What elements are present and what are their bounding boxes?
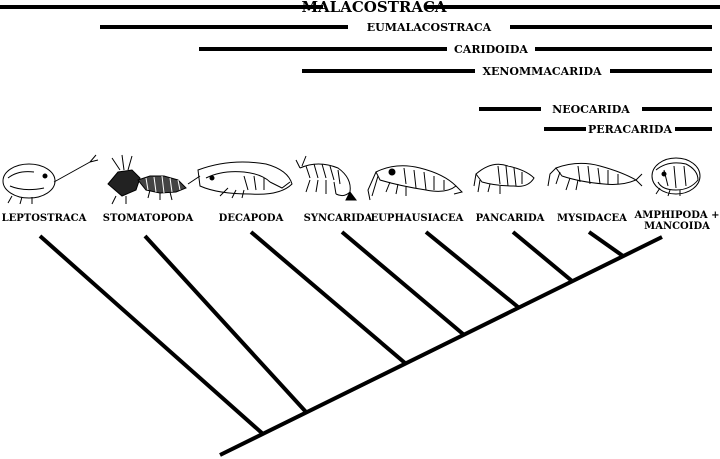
group-label-neocarida: NEOCARIDA: [552, 103, 630, 116]
taxon-label-decapoda: DECAPODA: [219, 213, 284, 224]
group-peracarida: PERACARIDA: [544, 123, 712, 136]
branch-pancarida: [511, 230, 574, 283]
krill-icon: [367, 165, 463, 201]
branch-stomatopoda: [143, 234, 308, 414]
mysid-icon: [547, 162, 643, 191]
group-neocarida: NEOCARIDA: [479, 103, 712, 116]
group-label-peracarida: PERACARIDA: [588, 123, 672, 136]
branch-decapoda: [249, 230, 407, 365]
tree-trunk: [219, 235, 663, 457]
group-bars: MALACOSTRACA EUMALACOSTRACA CARIDOIDA XE…: [0, 0, 720, 136]
group-label-malacostraca: MALACOSTRACA: [301, 0, 446, 16]
taxon-label-euphausiacea: EUPHAUSIACEA: [371, 213, 464, 224]
taxon-label-mysidacea: MYSIDACEA: [557, 213, 627, 224]
branch-mysidacea: [587, 230, 625, 258]
cladogram-tree: [38, 230, 663, 457]
branch-syncarida: [340, 230, 465, 336]
branch-leptostraca: [38, 234, 265, 436]
mantis-shrimp-icon: [107, 154, 187, 205]
taxon-label-syncarida: SYNCARIDA: [304, 213, 373, 224]
leptostracan-icon: [2, 154, 99, 205]
shrimp-icon: [187, 161, 293, 199]
taxon-label-stomatopoda: STOMATOPODA: [103, 213, 194, 224]
group-eumalacostraca: EUMALACOSTRACA: [100, 21, 712, 34]
taxon-label-leptostraca: LEPTOSTRACA: [2, 213, 87, 224]
pancarid-icon: [473, 163, 535, 194]
taxon-labels: LEPTOSTRACA STOMATOPODA DECAPODA SYNCARI…: [2, 210, 720, 232]
taxon-label-amphipoda-mancoida-line1: AMPHIPODA +: [634, 210, 720, 221]
group-label-eumalacostraca: EUMALACOSTRACA: [367, 21, 492, 34]
amphipod-icon: [651, 157, 701, 197]
group-caridoida: CARIDOIDA: [199, 43, 712, 56]
taxon-illustrations: [2, 154, 701, 205]
group-malacostraca: MALACOSTRACA: [0, 0, 720, 16]
syncarid-icon: [295, 155, 357, 201]
group-label-caridoida: CARIDOIDA: [454, 43, 528, 56]
taxon-label-amphipoda-mancoida-line2: MANCOIDA: [644, 221, 710, 232]
branch-euphausiacea: [424, 230, 520, 309]
group-label-xenommacarida: XENOMMACARIDA: [482, 65, 602, 78]
group-xenommacarida: XENOMMACARIDA: [302, 65, 712, 78]
taxon-label-pancarida: PANCARIDA: [476, 213, 545, 224]
